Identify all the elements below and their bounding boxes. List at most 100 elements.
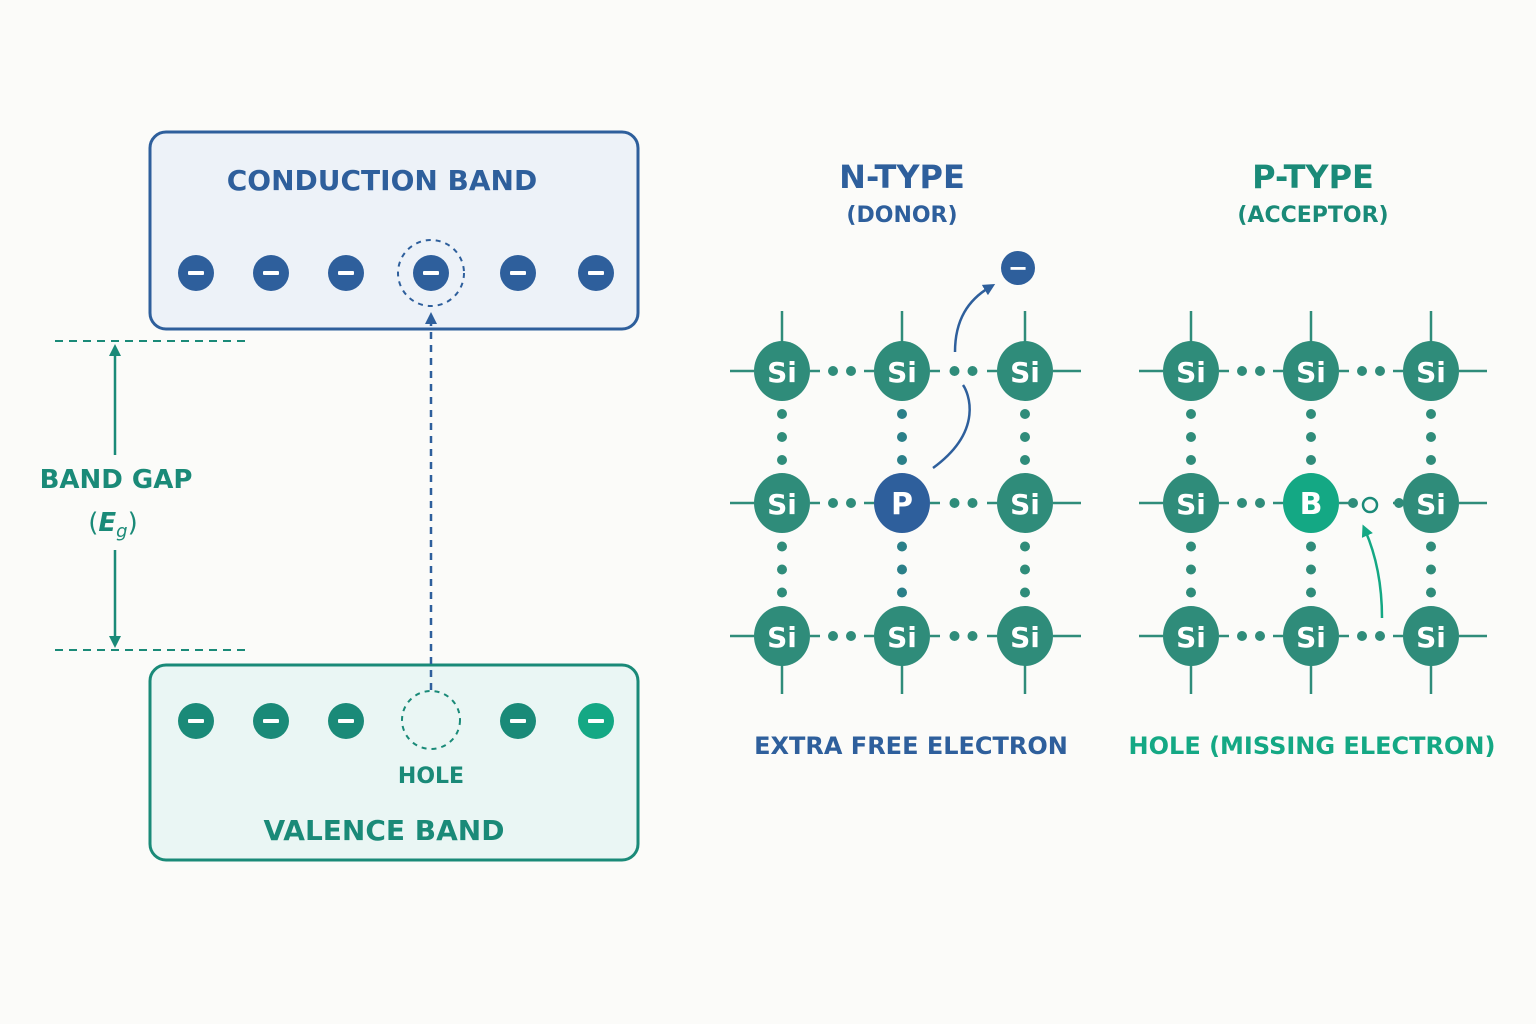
bond-electron bbox=[1255, 366, 1265, 376]
bond-electron bbox=[1426, 455, 1436, 465]
svg-text:B: B bbox=[1300, 487, 1323, 522]
p-type-title: P-TYPE bbox=[1252, 158, 1374, 196]
bond-electron bbox=[1394, 498, 1404, 508]
valence-hole bbox=[401, 690, 461, 750]
bond-electron bbox=[1306, 432, 1316, 442]
svg-text:−: − bbox=[1008, 254, 1028, 282]
bond-electron bbox=[1306, 541, 1316, 552]
svg-text:Si: Si bbox=[887, 356, 917, 389]
excited-electron-ring bbox=[397, 239, 465, 307]
bond-electron bbox=[1020, 564, 1030, 575]
bond-electron bbox=[846, 498, 856, 508]
conduction-electron bbox=[328, 255, 364, 291]
silicon-atom: Si bbox=[1283, 606, 1339, 666]
bond-electron bbox=[1357, 366, 1367, 376]
conduction-electron bbox=[413, 255, 449, 291]
bond-electron bbox=[1306, 409, 1316, 419]
bond-electron bbox=[897, 587, 907, 598]
bond-electron bbox=[777, 432, 787, 442]
n-type-subtitle: (DONOR) bbox=[846, 203, 957, 228]
bond-electron bbox=[1237, 498, 1247, 508]
bond-electron bbox=[897, 564, 907, 575]
svg-text:Si: Si bbox=[1416, 621, 1446, 654]
conduction-band-box bbox=[148, 130, 640, 331]
silicon-atom: Si bbox=[754, 341, 810, 401]
svg-text:Si: Si bbox=[1416, 488, 1446, 521]
svg-text:Si: Si bbox=[767, 488, 797, 521]
hole-arrow bbox=[1361, 524, 1384, 619]
svg-text:Si: Si bbox=[1010, 621, 1040, 654]
silicon-atom: Si bbox=[1403, 341, 1459, 401]
bond-electron bbox=[1020, 432, 1030, 442]
conduction-electrons bbox=[178, 239, 614, 307]
svg-text:P: P bbox=[891, 487, 913, 522]
valence-band-label: VALENCE BAND bbox=[264, 814, 505, 847]
svg-text:Si: Si bbox=[1176, 621, 1206, 654]
bond-electron bbox=[1020, 541, 1030, 552]
svg-text:Si: Si bbox=[767, 621, 797, 654]
silicon-atom: Si bbox=[874, 341, 930, 401]
bond-electron bbox=[1020, 587, 1030, 598]
valence-electron bbox=[500, 703, 536, 739]
bond-electron bbox=[1020, 455, 1030, 465]
svg-text:Si: Si bbox=[1296, 621, 1326, 654]
bond-electron bbox=[1020, 409, 1030, 419]
conduction-electron bbox=[178, 255, 214, 291]
bond-electron bbox=[949, 631, 960, 641]
bond-electron bbox=[1375, 631, 1385, 641]
p-type-caption: HOLE (MISSING ELECTRON) bbox=[1129, 732, 1496, 760]
bond-electron bbox=[1237, 631, 1247, 641]
valence-electron bbox=[578, 703, 614, 739]
bond-electron bbox=[897, 541, 907, 552]
bond-electron bbox=[949, 366, 960, 376]
silicon-atom: Si bbox=[997, 473, 1053, 533]
bond-electron bbox=[967, 366, 978, 376]
svg-text:Si: Si bbox=[1010, 488, 1040, 521]
conduction-electron bbox=[500, 255, 536, 291]
bond-electron bbox=[1375, 366, 1385, 376]
bond-electron bbox=[1255, 498, 1265, 508]
bond-electron bbox=[1255, 631, 1265, 641]
bond-electron bbox=[1306, 455, 1316, 465]
bond-electron bbox=[897, 455, 907, 465]
bond-electron bbox=[1426, 409, 1436, 419]
silicon-atom: Si bbox=[997, 606, 1053, 666]
bond-electron bbox=[777, 541, 787, 552]
bond-electron bbox=[1186, 432, 1196, 442]
conduction-band-label: CONDUCTION BAND bbox=[227, 164, 538, 197]
bond-electron bbox=[1186, 564, 1196, 575]
n-type-caption: EXTRA FREE ELECTRON bbox=[754, 732, 1068, 760]
conduction-electron bbox=[578, 255, 614, 291]
band-gap-symbol: (Eg) bbox=[88, 508, 138, 542]
svg-text:Si: Si bbox=[887, 621, 917, 654]
bond-electron bbox=[1348, 498, 1358, 508]
svg-text:Si: Si bbox=[1176, 356, 1206, 389]
bond-electron bbox=[777, 409, 787, 419]
silicon-atom: Si bbox=[1163, 473, 1219, 533]
bond-electron bbox=[897, 409, 907, 419]
bond-electron bbox=[846, 631, 856, 641]
valence-electrons bbox=[178, 690, 614, 750]
silicon-atom: Si bbox=[1403, 473, 1459, 533]
bond-electron bbox=[1426, 541, 1436, 552]
boron-atom: B bbox=[1283, 473, 1339, 533]
free-electron-arrow bbox=[953, 283, 996, 353]
bond-electron bbox=[967, 498, 978, 508]
silicon-atom: Si bbox=[874, 606, 930, 666]
bond-electron bbox=[897, 432, 907, 442]
free-electron: − bbox=[1001, 251, 1035, 285]
bond-electron bbox=[1306, 587, 1316, 598]
n-type-title: N-TYPE bbox=[839, 158, 965, 196]
band-gap-label: BAND GAP bbox=[40, 465, 193, 495]
bond-electron bbox=[1186, 455, 1196, 465]
svg-text:Si: Si bbox=[767, 356, 797, 389]
svg-text:Si: Si bbox=[1176, 488, 1206, 521]
bond-electron bbox=[949, 498, 960, 508]
bond-electron bbox=[828, 631, 838, 641]
svg-text:Si: Si bbox=[1416, 356, 1446, 389]
band-diagram: CONDUCTION BAND HOLE VALENCE BAND BAND G… bbox=[40, 130, 640, 862]
silicon-atom: Si bbox=[1403, 606, 1459, 666]
